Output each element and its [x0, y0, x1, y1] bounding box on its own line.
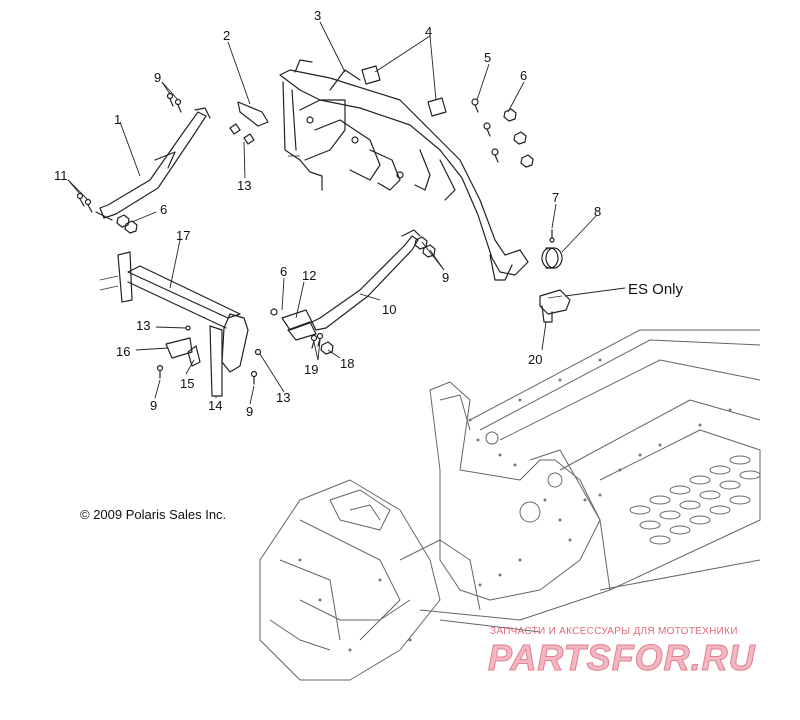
- callout-9b: 9: [442, 270, 449, 285]
- es-only-note: ES Only: [628, 281, 684, 298]
- part-4-pads: [361, 65, 447, 117]
- callout-16: 16: [116, 344, 130, 359]
- callout-8: 8: [594, 204, 601, 219]
- callout-12: 12: [302, 268, 316, 283]
- callout-15: 15: [180, 376, 194, 391]
- track-lugs: [629, 455, 761, 545]
- chassis-tunnel: [259, 329, 761, 681]
- callout-6a: 6: [520, 68, 527, 83]
- part-20-es-bracket: [539, 289, 571, 323]
- callout-3: 3: [314, 8, 321, 23]
- part-1-left-strut: [76, 92, 211, 234]
- copyright-text: © 2009 Polaris Sales Inc.: [80, 507, 227, 522]
- callout-20: 20: [528, 352, 542, 367]
- callout-6c: 6: [280, 264, 287, 279]
- fasteners-upper-right: [471, 98, 534, 168]
- callout-13a: 13: [237, 178, 251, 193]
- callout-18: 18: [340, 356, 354, 371]
- callout-9c: 9: [150, 398, 157, 413]
- part-10-center-strut: [270, 229, 436, 355]
- callout-2: 2: [223, 28, 230, 43]
- callout-9a: 9: [154, 70, 161, 85]
- leader-lines: [67, 21, 626, 405]
- callout-4: 4: [425, 24, 432, 39]
- callout-13b: 13: [136, 318, 150, 333]
- watermark-tagline: ЗАПЧАСТИ И АКСЕССУАРЫ ДЛЯ МОТОТЕХНИКИ: [490, 626, 738, 637]
- callout-14: 14: [208, 398, 222, 413]
- callout-1: 1: [114, 112, 121, 127]
- callout-7: 7: [552, 190, 559, 205]
- callout-17: 17: [176, 228, 190, 243]
- rivets: [298, 358, 732, 652]
- part-3-upper-frame: [279, 59, 529, 281]
- watermark-brand: PARTSFOR.RU: [488, 637, 756, 679]
- part-17-crossmember: [99, 251, 262, 397]
- callout-5: 5: [484, 50, 491, 65]
- part-7-8-pin-cap: [541, 229, 563, 269]
- part-2-bracket: [229, 101, 269, 145]
- callout-6b: 6: [160, 202, 167, 217]
- callout-10: 10: [382, 302, 396, 317]
- callout-11: 11: [54, 168, 68, 183]
- callout-9d: 9: [246, 404, 253, 419]
- callout-19: 19: [304, 362, 318, 377]
- callout-13c: 13: [276, 390, 290, 405]
- callouts: 1 2 3 4 5 6 6 6 7 8 9 9 9 9 10 11 12 13 …: [54, 8, 684, 419]
